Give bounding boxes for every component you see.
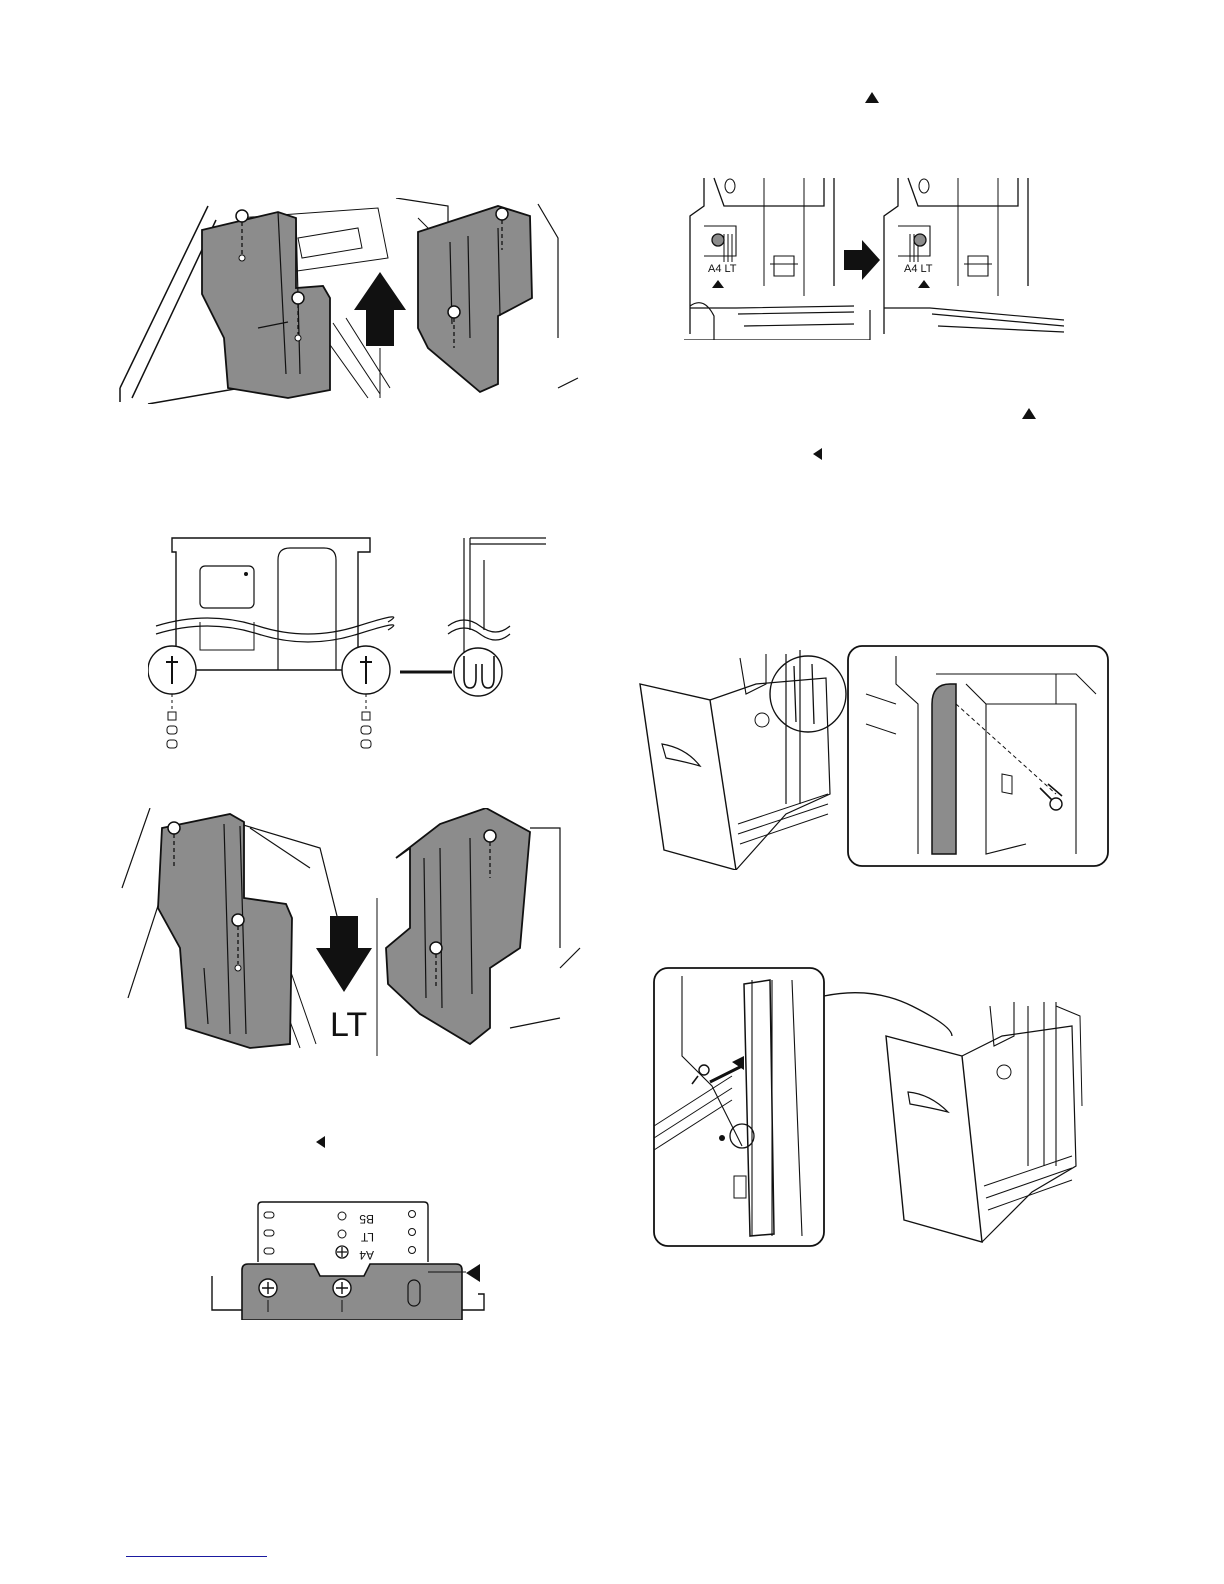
b5-label: B5 xyxy=(359,1212,374,1226)
a4-label: A4 xyxy=(359,1248,374,1262)
footer-rule xyxy=(126,1556,267,1557)
figure-size-plate-drawing: B5 LT A4 xyxy=(206,1200,488,1320)
figure-tray-detail-drawing xyxy=(636,644,1110,870)
figure-guide-removal xyxy=(118,198,580,404)
figure-size-plate: B5 LT A4 xyxy=(206,1200,488,1320)
lt-size-label: LT xyxy=(330,1006,367,1044)
arrow-down-icon xyxy=(316,916,372,992)
arrow-right-icon xyxy=(844,240,880,280)
figure-guide-install-drawing: LT xyxy=(120,808,582,1056)
figure-guide-removal-drawing xyxy=(118,198,580,404)
triangle-up-icon xyxy=(865,92,879,103)
lt-label: LT xyxy=(360,1230,374,1244)
figure-size-adjust-drawing: A4 LT A4 LT xyxy=(684,176,1068,340)
triangle-left-icon xyxy=(316,1136,325,1148)
figure-guide-install-lt: LT xyxy=(120,808,582,1056)
triangle-up-icon xyxy=(1022,408,1036,419)
a4-lt-label-after: A4 LT xyxy=(904,263,933,275)
figure-tray-zoom xyxy=(652,966,1084,1248)
figure-tray-detail xyxy=(636,644,1110,870)
figure-cross-section xyxy=(148,530,550,762)
figure-cross-section-drawing xyxy=(148,530,550,762)
figure-size-adjust: A4 LT A4 LT xyxy=(684,176,1068,340)
a4-lt-label-before: A4 LT xyxy=(708,263,737,275)
triangle-left-icon xyxy=(466,1264,480,1282)
figure-tray-zoom-drawing xyxy=(652,966,1084,1248)
triangle-left-icon xyxy=(813,448,822,460)
